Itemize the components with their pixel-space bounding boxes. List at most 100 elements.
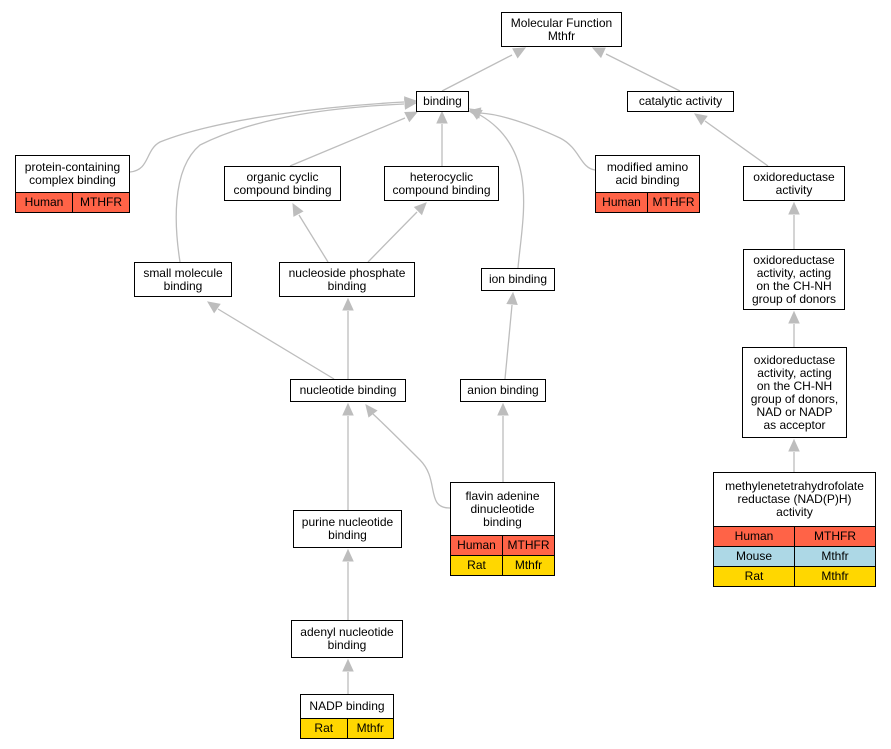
edge-arrowhead bbox=[413, 202, 427, 216]
edge-arrowhead bbox=[694, 113, 708, 126]
annotation-gene: Mthfr bbox=[502, 556, 554, 575]
annotation-gene: MTHFR bbox=[502, 536, 554, 555]
annotation-row: Rat Mthfr bbox=[301, 718, 393, 738]
edge-arrowhead bbox=[342, 297, 354, 311]
edge-arrowhead bbox=[512, 47, 527, 59]
edge-arrowhead bbox=[788, 201, 800, 215]
edge-nucleotide-to-nucphos bbox=[342, 297, 354, 379]
node-label: heterocyclic compound binding bbox=[392, 169, 491, 197]
node-title: nucleoside phosphate binding bbox=[280, 263, 414, 296]
annotation-organism: Rat bbox=[314, 721, 334, 735]
edge-line bbox=[704, 120, 769, 167]
node-label: oxidoreductase activity, acting on the C… bbox=[751, 252, 837, 306]
edge-line bbox=[217, 308, 335, 380]
node-purine-nucleotide-binding[interactable]: purine nucleotide binding bbox=[293, 510, 402, 548]
annotation-gene: Mthfr bbox=[794, 567, 875, 586]
node-molecular-function[interactable]: Molecular Function Mthfr bbox=[501, 12, 622, 47]
annotation-organism: Mouse bbox=[735, 549, 773, 563]
node-label: organic cyclic compound binding bbox=[233, 169, 332, 197]
edge-nucphos-to-orgcyclic bbox=[292, 202, 329, 263]
node-title: Molecular Function Mthfr bbox=[502, 13, 621, 46]
node-label: nucleoside phosphate binding bbox=[288, 265, 406, 293]
edge-arrowhead bbox=[292, 202, 304, 217]
edge-arrowhead bbox=[207, 301, 221, 314]
node-catalytic-activity[interactable]: catalytic activity bbox=[627, 91, 734, 112]
node-title: oxidoreductase activity bbox=[744, 167, 844, 200]
node-label: catalytic activity bbox=[638, 94, 723, 108]
edge-arrowhead bbox=[468, 108, 483, 120]
node-nucleoside-phosphate-binding[interactable]: nucleoside phosphate binding bbox=[279, 262, 415, 297]
node-heterocyclic-compound-binding[interactable]: heterocyclic compound binding bbox=[384, 166, 499, 201]
node-title: NADP binding bbox=[301, 695, 393, 718]
annotation-organism: Rat bbox=[744, 569, 764, 583]
node-title: organic cyclic compound binding bbox=[225, 167, 340, 200]
edge-arrowhead bbox=[365, 404, 378, 418]
node-label: binding bbox=[423, 94, 462, 108]
annotation-organism: Rat bbox=[467, 558, 486, 572]
node-label: purine nucleotide binding bbox=[301, 515, 394, 542]
node-title: protein-containing complex binding bbox=[16, 156, 129, 192]
node-label: nucleotide binding bbox=[299, 383, 397, 397]
node-title: adenyl nucleotide binding bbox=[292, 621, 402, 657]
node-title: purine nucleotide binding bbox=[294, 511, 401, 547]
node-binding[interactable]: binding bbox=[416, 91, 469, 112]
edge-catalytic-to-mf bbox=[591, 47, 681, 92]
node-title: modified amino acid binding bbox=[596, 156, 699, 192]
node-nucleotide-binding[interactable]: nucleotide binding bbox=[290, 379, 406, 402]
edge-arrowhead bbox=[342, 402, 354, 416]
node-anion-binding[interactable]: anion binding bbox=[460, 379, 546, 402]
node-label: methylenetetrahydrofolate reductase (NAD… bbox=[725, 479, 864, 519]
edge-line bbox=[605, 53, 681, 92]
node-label: flavin adenine dinucleotide binding bbox=[465, 488, 540, 529]
node-label: anion binding bbox=[467, 383, 539, 397]
annotation-row: Rat Mthfr bbox=[714, 566, 875, 586]
node-oxidoreductase-nad-nadp-acceptor[interactable]: oxidoreductase activity, acting on the C… bbox=[742, 347, 847, 438]
node-label: protein-containing complex binding bbox=[24, 160, 121, 187]
edge-arrowhead bbox=[342, 658, 354, 672]
node-organic-cyclic-compound-binding[interactable]: organic cyclic compound binding bbox=[224, 166, 341, 201]
node-adenyl-nucleotide-binding[interactable]: adenyl nucleotide binding bbox=[291, 620, 403, 658]
edge-modamino-to-binding bbox=[467, 107, 596, 171]
node-title: oxidoreductase activity, acting on the C… bbox=[743, 348, 846, 437]
node-title: oxidoreductase activity, acting on the C… bbox=[744, 250, 844, 309]
node-title: flavin adenine dinucleotide binding bbox=[451, 483, 554, 535]
node-label: NADP binding bbox=[309, 699, 385, 713]
edge-ion-to-binding bbox=[468, 108, 525, 269]
edge-arrowhead bbox=[788, 310, 800, 324]
annotation-gene: Mthfr bbox=[346, 719, 394, 738]
node-label: adenyl nucleotide binding bbox=[300, 625, 394, 652]
edge-line bbox=[129, 101, 405, 173]
edge-line bbox=[504, 304, 513, 380]
edge-line bbox=[367, 211, 418, 263]
node-label: oxidoreductase activity, acting on the C… bbox=[750, 352, 839, 432]
node-methylenetetrahydrofolate-reductase-activity[interactable]: methylenetetrahydrofolate reductase (NAD… bbox=[713, 472, 876, 587]
node-title: anion binding bbox=[461, 380, 545, 401]
node-title: binding bbox=[417, 92, 468, 111]
node-label: ion binding bbox=[488, 272, 548, 286]
node-title: ion binding bbox=[482, 269, 554, 290]
edge-line bbox=[175, 103, 405, 263]
annotation-organism: Human bbox=[24, 195, 64, 209]
node-oxidoreductase-ch-nh-donors[interactable]: oxidoreductase activity, acting on the C… bbox=[743, 249, 845, 310]
edge-arrowhead bbox=[342, 548, 354, 562]
edge-arrowhead bbox=[788, 438, 800, 452]
edge-arrowhead bbox=[591, 47, 606, 59]
edge-mthfr-to-oxnadp bbox=[788, 438, 800, 472]
node-small-molecule-binding[interactable]: small molecule binding bbox=[134, 262, 232, 297]
edge-nucleotide-to-smallmol bbox=[207, 301, 335, 380]
edge-fad-to-anion bbox=[497, 402, 509, 482]
edge-orgcyclic-to-binding bbox=[289, 111, 419, 167]
annotation-gene: MTHFR bbox=[647, 193, 699, 212]
node-oxidoreductase-activity[interactable]: oxidoreductase activity bbox=[743, 166, 845, 201]
edge-arrowhead bbox=[404, 111, 419, 123]
node-label: small molecule binding bbox=[143, 265, 223, 293]
edge-binding-to-mf bbox=[441, 47, 527, 92]
node-ion-binding[interactable]: ion binding bbox=[481, 268, 555, 291]
